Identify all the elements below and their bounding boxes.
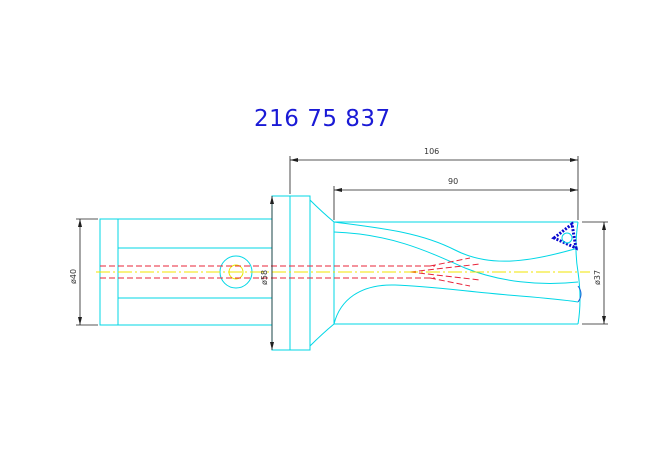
- coolant-channels: [100, 257, 481, 287]
- dim-d37-label: ø37: [593, 270, 602, 285]
- part-number: 216 75 837: [254, 106, 391, 132]
- flute-lower: [333, 284, 579, 325]
- flute-upper-a: [333, 221, 579, 262]
- dim-d58-label: ø58: [260, 270, 269, 285]
- flute-upper-b: [333, 231, 579, 284]
- tip-edge: [577, 285, 582, 303]
- dim-d40-label: ø40: [69, 269, 78, 284]
- insert: [551, 221, 578, 251]
- drill-tip: [575, 221, 581, 325]
- flange-fillet: [309, 199, 335, 347]
- dimensions: [76, 156, 608, 350]
- dim-106-label: 106: [424, 147, 439, 156]
- flange-outline: [271, 195, 291, 351]
- drill-body: [333, 221, 582, 325]
- insert-triangle: [551, 221, 578, 251]
- flange: [271, 195, 335, 351]
- dim-90-label: 90: [448, 177, 458, 186]
- flange-collar: [289, 195, 311, 351]
- body-outline: [333, 221, 578, 325]
- insert-screw: [561, 232, 573, 244]
